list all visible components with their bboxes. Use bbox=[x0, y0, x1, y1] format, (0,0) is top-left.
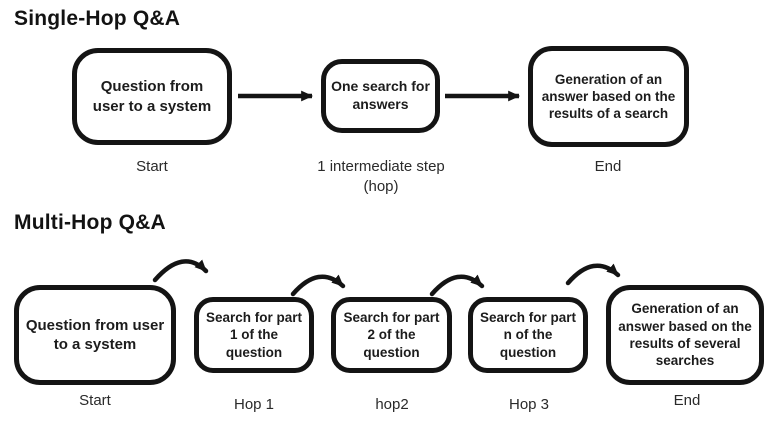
box-text: Search for part 1 of the question bbox=[205, 310, 303, 360]
multi-hop-label-hop3: Hop 3 bbox=[508, 396, 550, 413]
box-text: Search for part 2 of the question bbox=[343, 310, 440, 360]
single-hop-box-question: Question from user to a system bbox=[72, 48, 232, 145]
box-text: Search for part n of the question bbox=[479, 310, 577, 360]
box-text: Question from user to a system bbox=[92, 78, 212, 115]
hop-arc-3 bbox=[429, 274, 485, 297]
hop-arc-4 bbox=[565, 263, 621, 286]
single-hop-label-intermediate: 1 intermediate step (hop) bbox=[317, 158, 445, 195]
multi-hop-label-start: Start bbox=[79, 392, 111, 409]
multi-hop-box-question: Question from user to a system bbox=[14, 285, 176, 385]
single-hop-label-start: Start bbox=[136, 158, 168, 175]
box-text: Generation of an answer based on the res… bbox=[618, 301, 752, 369]
multi-hop-heading: Multi-Hop Q&A bbox=[14, 211, 166, 234]
multi-hop-box-partn: Search for part n of the question bbox=[468, 297, 588, 373]
multi-hop-box-generation: Generation of an answer based on the res… bbox=[606, 285, 764, 385]
hop-arc-1 bbox=[152, 259, 209, 283]
box-text: Question from user to a system bbox=[25, 316, 165, 353]
hop-arc-2 bbox=[290, 274, 346, 297]
single-hop-box-one-search: One search for answers bbox=[321, 59, 440, 133]
single-hop-label-end: End bbox=[594, 158, 622, 175]
multi-hop-box-part1: Search for part 1 of the question bbox=[194, 297, 314, 373]
multi-hop-label-end: End bbox=[673, 392, 701, 409]
multi-hop-box-part2: Search for part 2 of the question bbox=[331, 297, 452, 373]
single-hop-heading: Single-Hop Q&A bbox=[14, 7, 181, 30]
box-text: One search for answers bbox=[331, 78, 430, 112]
multi-hop-label-hop2: hop2 bbox=[375, 396, 409, 413]
box-text: Generation of an answer based on the res… bbox=[541, 71, 676, 122]
single-hop-box-generation: Generation of an answer based on the res… bbox=[528, 46, 689, 147]
multi-hop-label-hop1: Hop 1 bbox=[233, 396, 275, 413]
